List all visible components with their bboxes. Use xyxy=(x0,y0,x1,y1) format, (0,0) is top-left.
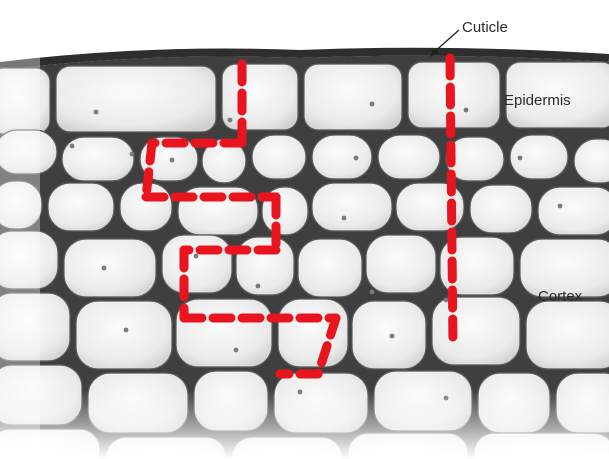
cell-nucleus xyxy=(342,216,347,221)
cell-nucleus xyxy=(518,156,523,161)
cell-nucleus xyxy=(558,204,563,209)
cell-nucleus xyxy=(70,144,75,149)
epidermis-cell xyxy=(304,64,402,130)
bottom-fade xyxy=(0,390,609,459)
cell-nucleus xyxy=(370,290,375,295)
cortex-cell xyxy=(298,239,362,297)
path-dash-segment xyxy=(146,143,152,197)
epidermis-cell xyxy=(56,66,216,132)
cell-nucleus xyxy=(228,118,233,123)
cortex-cell xyxy=(470,185,532,233)
cortex-cell xyxy=(526,301,609,369)
cortex-cell xyxy=(64,239,156,297)
cell-nucleus xyxy=(102,266,107,271)
cortex-cell xyxy=(62,137,134,181)
cortex-cell xyxy=(432,297,520,365)
cortex-cell xyxy=(378,135,440,179)
cortex-cell xyxy=(366,235,436,293)
cell-nucleus xyxy=(170,158,175,163)
epidermis-label: Epidermis xyxy=(504,92,571,109)
cortex-cell xyxy=(312,135,372,179)
path-dash-segment xyxy=(450,58,453,346)
cortex-cell xyxy=(252,135,306,179)
cell-nucleus xyxy=(124,328,129,333)
cell-nucleus xyxy=(130,152,135,157)
epidermis-cell xyxy=(222,64,298,130)
cell-nucleus xyxy=(370,102,375,107)
cell-nucleus xyxy=(256,284,261,289)
cell-nucleus xyxy=(464,108,469,113)
cortex-cell xyxy=(176,299,272,367)
cortex-cell xyxy=(76,301,172,369)
cortex-cell xyxy=(538,187,609,235)
cell-nucleus xyxy=(444,298,449,303)
cortex-cell xyxy=(48,183,114,231)
cuticle-label: Cuticle xyxy=(462,19,508,36)
cell-nucleus xyxy=(94,110,99,115)
cell-nucleus xyxy=(194,254,199,259)
cell-nucleus xyxy=(234,348,239,353)
cortex-cell xyxy=(278,299,348,367)
cortex-label: Cortex xyxy=(538,288,583,305)
cortex-cell xyxy=(162,235,232,293)
cell-nucleus xyxy=(354,156,359,161)
cortex-cell xyxy=(352,301,426,369)
cell-nucleus xyxy=(390,334,395,339)
cortex-cell xyxy=(312,183,392,231)
